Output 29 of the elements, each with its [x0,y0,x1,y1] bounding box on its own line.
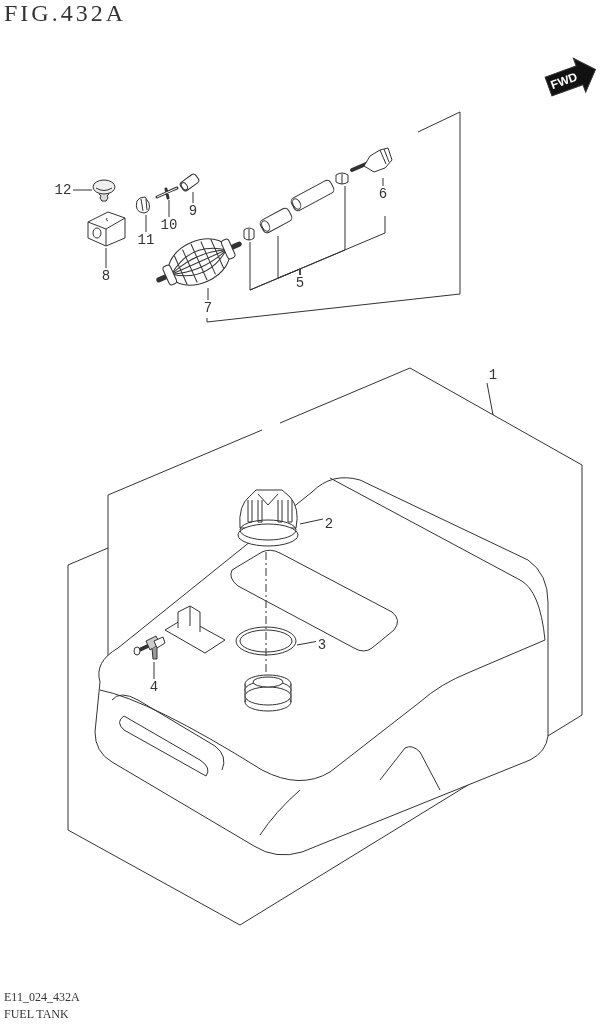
leader-line [296,641,317,646]
leader-line [153,661,155,680]
drawing-code: E11_024_432A [4,990,81,1006]
figure-caption: FUEL TANK [4,1007,70,1023]
direction-label: FWD [547,68,581,95]
leader-line [72,189,93,191]
leader-line [277,235,301,279]
leader-line [299,185,346,276]
leader-line [145,214,147,233]
leader-line [382,177,384,187]
callout-number: 3 [316,637,328,653]
leader-line [486,382,494,416]
callout-number: 2 [323,516,335,532]
leader-line [192,191,194,204]
callout-number: 10 [159,217,179,233]
leader-line [105,247,107,269]
callout-number: 4 [148,679,160,695]
leader-line [168,199,170,218]
callout-number: 1 [487,367,499,383]
callout-number: 7 [202,300,214,316]
leader-line [299,518,324,525]
callout-number: 8 [100,268,112,284]
callout-number: 9 [187,203,199,219]
callout-number: 12 [53,182,73,198]
leader-line [207,287,209,301]
figure-title: FIG.432A [4,0,127,28]
callout-number: 6 [377,186,389,202]
callout-number: 11 [136,232,156,248]
callout-number: 5 [294,275,306,291]
